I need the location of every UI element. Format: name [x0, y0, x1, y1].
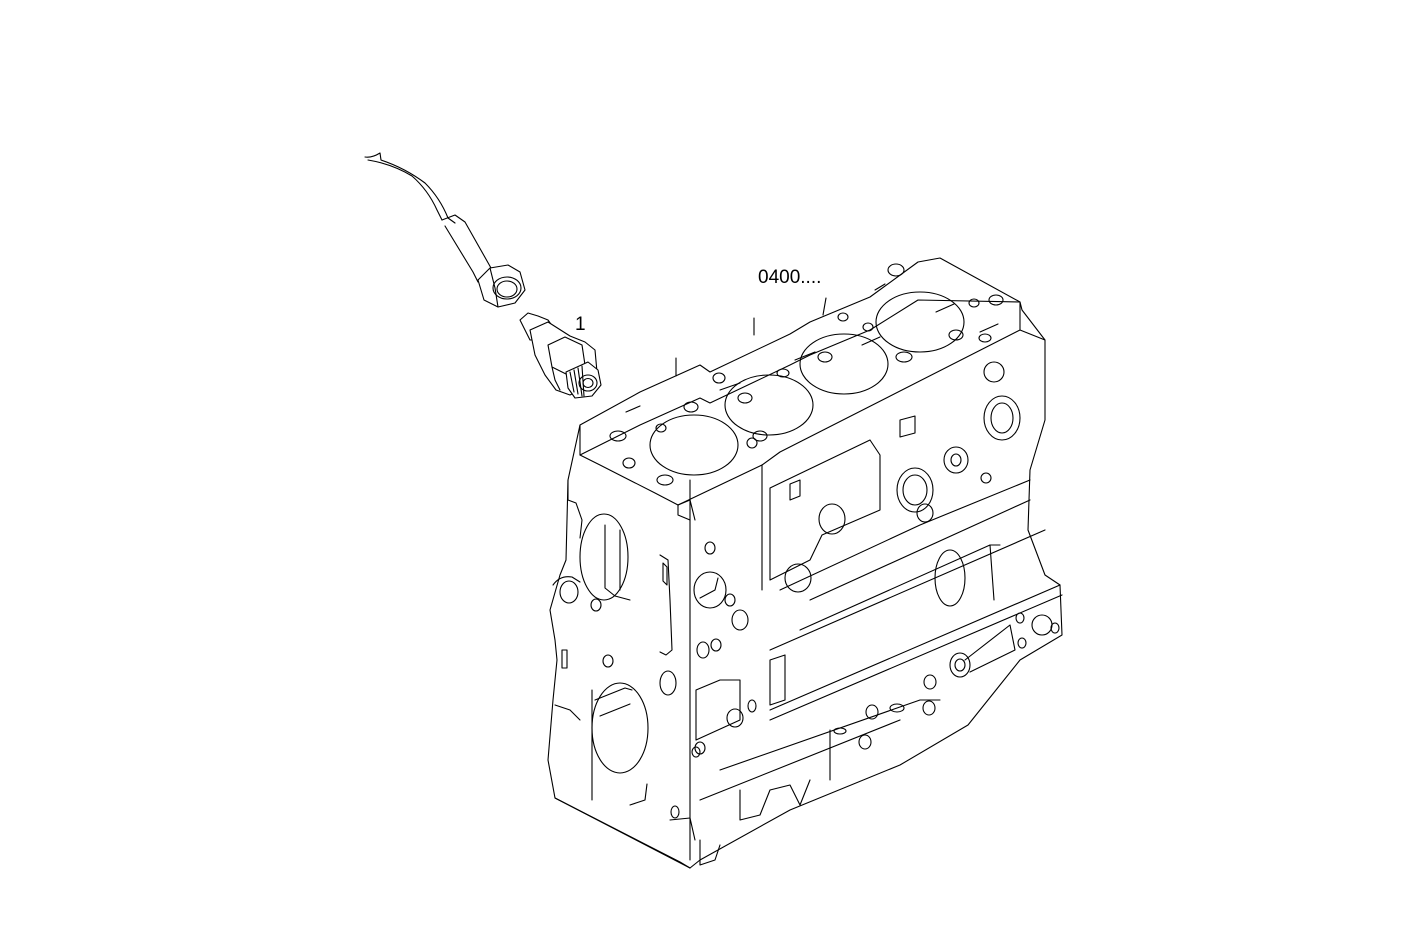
block-reference-label: 0400.... [758, 267, 822, 288]
cylinder-bore-2 [724, 374, 814, 436]
connector-nut [477, 264, 526, 308]
sensor-part-1 [519, 312, 602, 399]
connector-cable [364, 152, 499, 283]
cylinder-bore-1 [649, 414, 739, 476]
engine-block [547, 257, 1063, 869]
cylinder-bore-3 [799, 333, 889, 395]
sensor-callout-label: 1 [575, 314, 586, 335]
cylinder-bore-4 [875, 291, 965, 353]
